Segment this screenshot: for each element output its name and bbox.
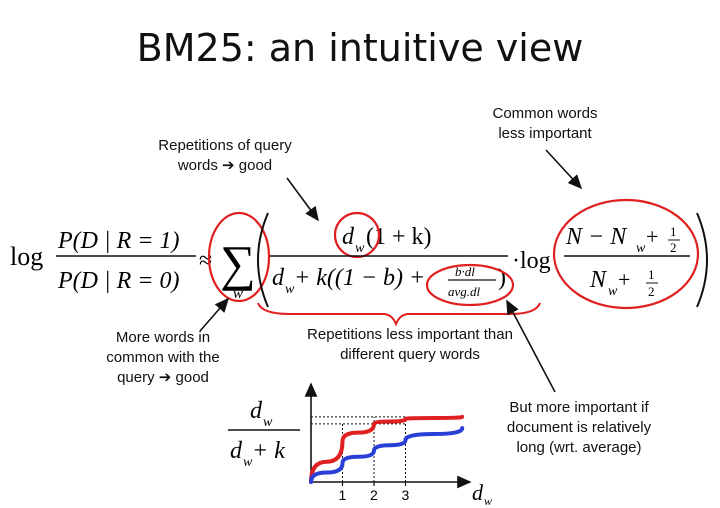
note-line: document is relatively [506, 419, 652, 436]
arrow-more-words [199, 297, 230, 332]
arrow-repetitions [286, 177, 319, 222]
note-line: long (wrt. average) [516, 439, 642, 456]
chart-label-den: d [230, 438, 243, 464]
idf-den-n: N [589, 267, 608, 293]
num-dw: d [342, 224, 355, 250]
chart-series [309, 414, 465, 484]
half-den: 2 [670, 240, 677, 255]
sum-index: w [233, 286, 243, 302]
note-line: More words in [115, 329, 211, 346]
sum-highlight [207, 211, 271, 303]
note-line: words ➔ good [177, 157, 273, 174]
bdl-text: b·dl [455, 264, 475, 279]
chart-label-num-sub: w [263, 415, 273, 430]
note-more-words: More words in common with the query ➔ go… [88, 328, 238, 388]
lhs-numerator: P(D | R = 1) [57, 228, 179, 254]
note-line: query ➔ good [117, 369, 209, 386]
chart-label-den-sub: w [243, 455, 253, 470]
right-paren [696, 212, 708, 308]
note-repetitions-good: Repetitions of query words ➔ good [130, 136, 320, 176]
slide-title: BM25: an intuitive view [136, 26, 584, 70]
num-w-sub: w [355, 241, 365, 256]
note-line: Repetitions of query [158, 137, 292, 154]
dot-log: ·log [512, 248, 551, 274]
note-line: Repetitions less important than [307, 326, 513, 343]
chart-x-var-sub: w [484, 494, 492, 508]
idf-num: N − N [565, 224, 628, 250]
chart-label-den-rest: + k [252, 438, 285, 464]
note-line: common with the [106, 349, 220, 366]
half-den-2: 2 [648, 284, 655, 299]
den-dw: d [272, 265, 285, 291]
idf-num-sub: w [636, 241, 646, 256]
note-line: different query words [340, 346, 480, 363]
chart-ticks: 1 2 3 [339, 482, 410, 503]
log-text: log [10, 242, 43, 271]
idf-plus: + [646, 224, 658, 249]
note-line: But more important if [509, 399, 649, 416]
den-close: ) [498, 265, 506, 291]
chart-label-num: d [250, 398, 263, 424]
avgdl-text: avg.dl [448, 284, 481, 299]
left-paren [257, 212, 269, 308]
note-line: Common words [492, 105, 598, 122]
dw-highlight [333, 211, 381, 259]
sum-symbol: ∑ [220, 235, 256, 291]
idf-highlight [552, 198, 700, 310]
x-tick-label: 2 [370, 487, 378, 503]
note-repetitions-less: Repetitions less important than differen… [290, 325, 530, 365]
blue-curve [309, 426, 465, 484]
x-tick-label: 3 [402, 487, 410, 503]
lhs-denominator: P(D | R = 0) [57, 268, 179, 294]
idf-den-sub: w [608, 284, 618, 299]
idf-den-plus: + [618, 267, 630, 292]
arrow-common-words [545, 149, 583, 190]
chart-x-var: d [472, 480, 484, 505]
bdl-highlight [425, 263, 515, 307]
note-line: less important [498, 125, 592, 142]
note-more-important: But more important if document is relati… [484, 398, 674, 458]
x-tick-label: 1 [339, 487, 347, 503]
red-curve [309, 414, 465, 484]
den-mid: + k((1 − b) + [294, 265, 425, 291]
tf-brace [257, 302, 541, 327]
den-w-sub: w [285, 282, 295, 297]
half-num: 1 [670, 224, 677, 239]
arrow-more-important [506, 299, 556, 393]
half-num-2: 1 [648, 267, 655, 282]
note-common-words: Common words less important [470, 104, 620, 144]
